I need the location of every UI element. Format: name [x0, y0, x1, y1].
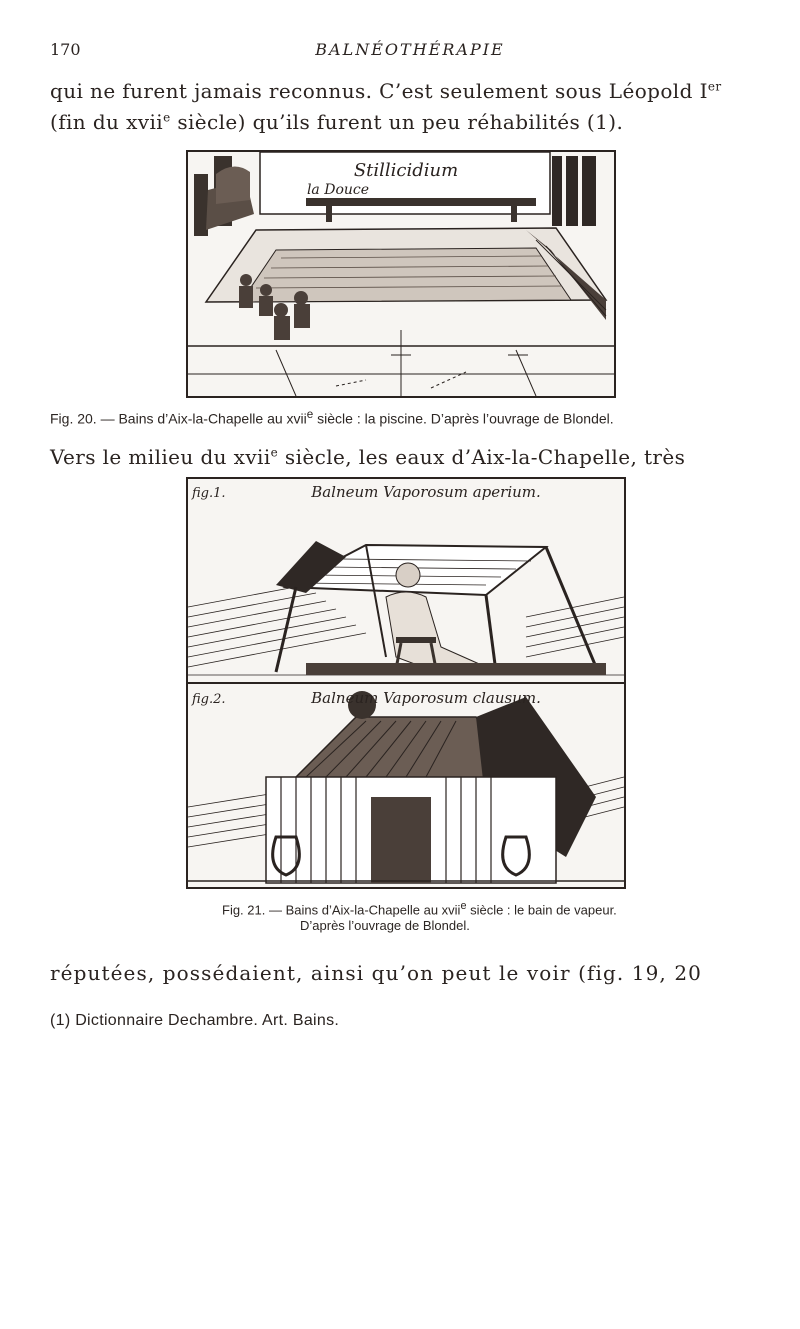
paragraph-line: Vers le milieu du xviie siècle, les eaux…	[50, 442, 770, 472]
caption-text: Fig. 21. — Bains d’Aix-la-Chapelle au xv…	[222, 902, 461, 918]
fig1-label: fig.1.	[191, 486, 226, 501]
paragraph-line: (fin du xviie siècle) qu’ils furent un p…	[50, 107, 770, 137]
figure-21-caption-line2: D’après l’ouvrage de Blondel.	[300, 918, 470, 933]
running-head: 170 BALNÉOTHÉRAPIE	[50, 40, 770, 64]
footnote: (1) Dictionnaire Dechambre. Art. Bains.	[50, 1012, 340, 1029]
caption-text: siècle : la piscine. D’après l’ouvrage d…	[313, 410, 614, 427]
superscript: e	[163, 110, 171, 125]
text-span: siècle) qu’ils furent un peu réhabilités…	[170, 110, 624, 134]
superscript: er	[707, 79, 722, 94]
fig2-label: fig.2.	[191, 692, 226, 707]
text-span: (fin du xvii	[50, 110, 164, 134]
engraved-title: Stillicidium	[354, 160, 458, 181]
paragraph-line: qui ne furent jamais reconnus. C’est seu…	[50, 76, 770, 106]
paragraph-line: réputées, possédaient, ainsi qu’on peut …	[50, 961, 702, 985]
superscript: e	[460, 900, 467, 912]
page-number: 170	[50, 40, 81, 59]
text-span: siècle, les eaux d’Aix-la-Chapelle, très	[278, 445, 686, 469]
figure-20-caption: Fig. 20. — Bains d’Aix-la-Chapelle au xv…	[50, 408, 614, 427]
superscript: e	[270, 445, 279, 460]
engraved-subtitle: la Douce	[307, 182, 369, 198]
text-span: qui ne furent jamais reconnus. C’est seu…	[50, 79, 708, 103]
figure-21-caption-line1: Fig. 21. — Bains d’Aix-la-Chapelle au xv…	[222, 900, 617, 917]
running-title: BALNÉOTHÉRAPIE	[315, 40, 505, 59]
fig2-title: Balneum Vaporosum clausum.	[310, 689, 541, 707]
figure-20-engraving: Stillicidium la Douce	[186, 150, 616, 398]
figure-21-engraving: fig.1. Balneum Vaporosum aperium. fig.2.…	[186, 477, 626, 889]
caption-text: Fig. 20. — Bains d’Aix-la-Chapelle au xv…	[50, 410, 307, 427]
superscript: e	[306, 408, 314, 421]
text-span: Vers le milieu du xvii	[50, 445, 271, 469]
fig1-title: Balneum Vaporosum aperium.	[310, 483, 541, 501]
caption-text: siècle : le bain de vapeur.	[466, 902, 617, 918]
